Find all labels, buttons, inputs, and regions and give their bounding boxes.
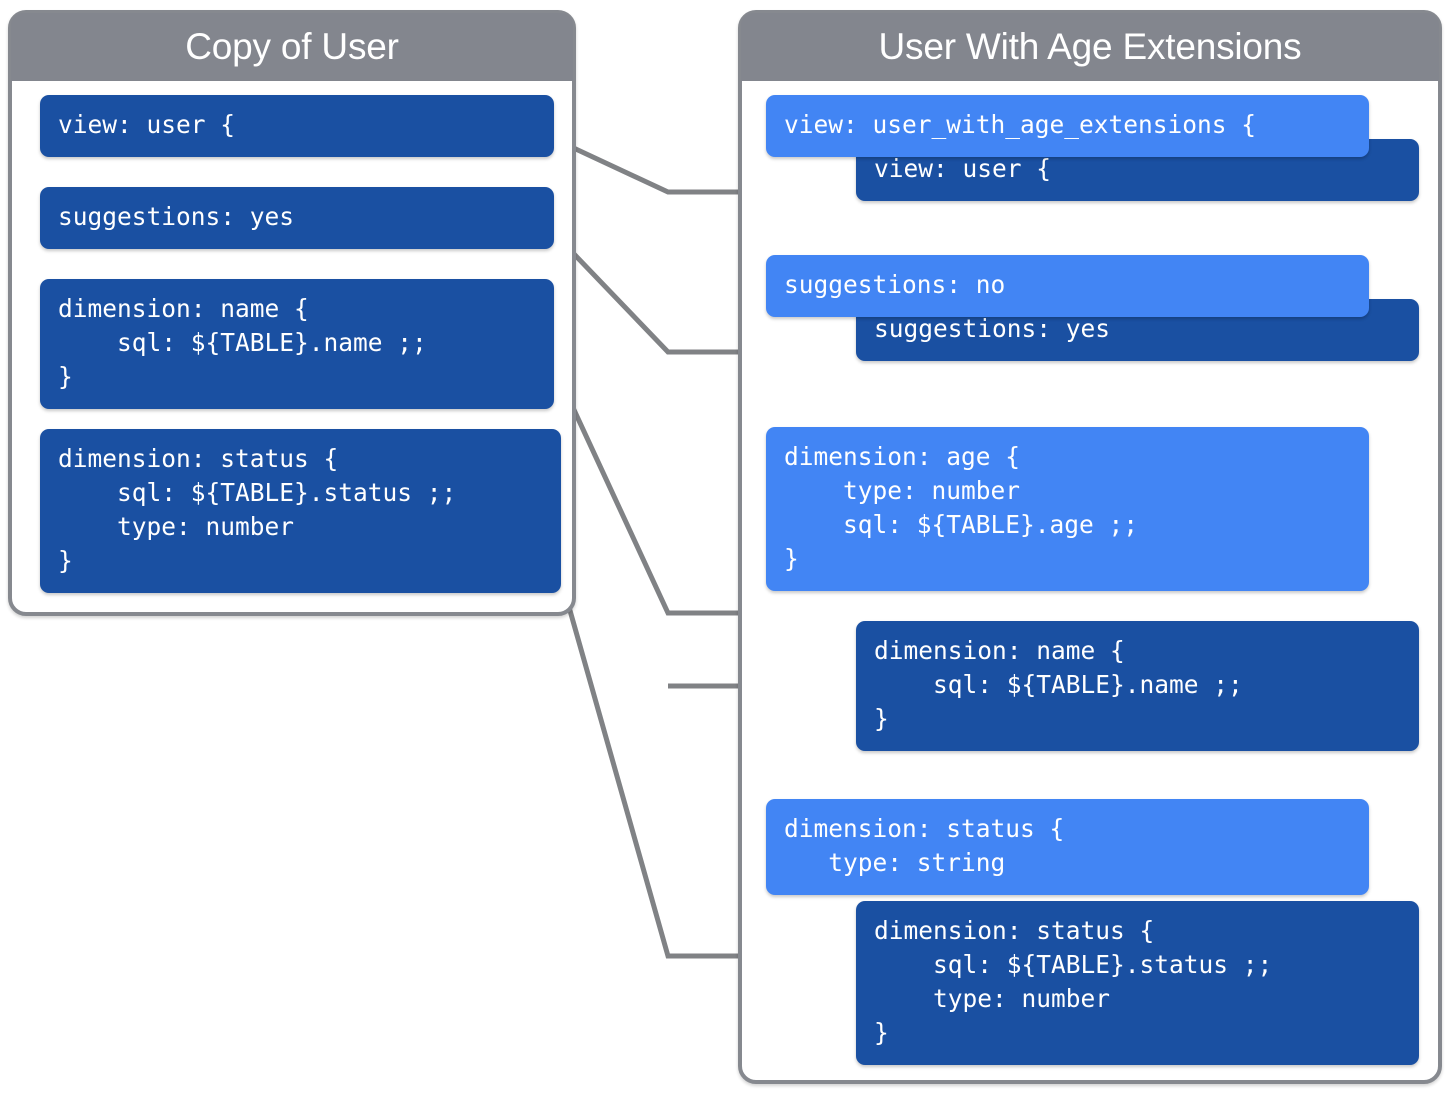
panel-user-with-age-extensions: User With Age Extensions view: user { vi… [738,10,1442,1084]
code-block-suggestions-override[interactable]: suggestions: no [766,255,1369,317]
code-block-view[interactable]: view: user { [40,95,554,157]
code-block-dimension-status[interactable]: dimension: status { sql: ${TABLE}.status… [40,429,561,593]
panel-right-body: view: user { view: user_with_age_extensi… [742,81,1438,1079]
panel-right-title: User With Age Extensions [741,13,1439,81]
code-block-view-extension[interactable]: view: user_with_age_extensions { [766,95,1369,157]
panel-left-title: Copy of User [11,13,573,81]
code-block-suggestions[interactable]: suggestions: yes [40,187,554,249]
code-block-dimension-status-inherited[interactable]: dimension: status { sql: ${TABLE}.status… [856,901,1419,1065]
code-block-dimension-name[interactable]: dimension: name { sql: ${TABLE}.name ;; … [40,279,554,409]
panel-left-body: view: user { suggestions: yes dimension:… [12,81,572,611]
code-block-dimension-name-inherited[interactable]: dimension: name { sql: ${TABLE}.name ;; … [856,621,1419,751]
code-block-dimension-age[interactable]: dimension: age { type: number sql: ${TAB… [766,427,1369,591]
code-block-dimension-status-override[interactable]: dimension: status { type: string [766,799,1369,895]
panel-copy-of-user: Copy of User view: user { suggestions: y… [8,10,576,616]
